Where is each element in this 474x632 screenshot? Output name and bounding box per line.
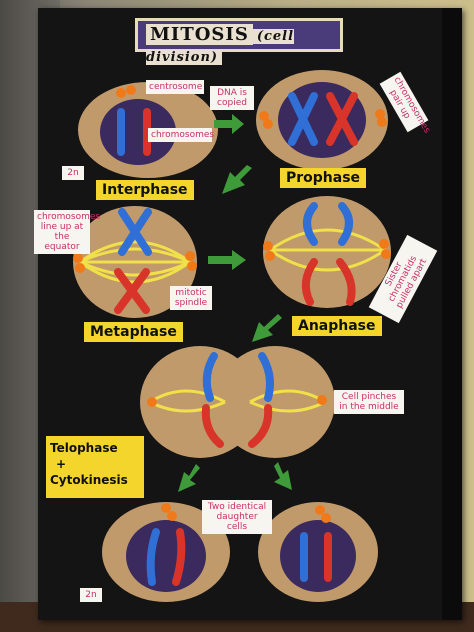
prophase-cell — [256, 70, 388, 170]
chromosome-blue — [300, 532, 308, 582]
stage-label-interphase: Interphase — [96, 180, 194, 200]
board-edge — [442, 8, 462, 620]
telophase-plus: + — [56, 457, 67, 471]
note-two-identical: Two identical daughter cells — [202, 500, 272, 534]
centrosome-dot — [116, 88, 126, 98]
chromosome-blue — [118, 208, 152, 256]
chromosome-blue — [146, 528, 160, 586]
chromosome-blue — [117, 108, 125, 156]
chromatid-red — [248, 404, 273, 448]
cytokinesis-text: Cytokinesis — [50, 473, 128, 487]
centrosome-dot — [263, 241, 273, 251]
stage-label-telophase: Telophase + Cytokinesis — [46, 436, 144, 498]
centrosome-dot — [161, 503, 171, 513]
centrosome-dot — [315, 505, 325, 515]
spindle-fiber — [149, 389, 226, 404]
centrosome-dot — [263, 119, 273, 129]
chromatid-blue — [338, 202, 353, 246]
stage-label-metaphase: Metaphase — [84, 322, 183, 342]
centrosome-dot — [377, 117, 387, 127]
arrow-down-left-icon — [222, 165, 252, 194]
centrosome-dot — [259, 111, 269, 121]
stage-label-anaphase: Anaphase — [292, 316, 382, 336]
note-dna-copied: DNA is copied — [210, 86, 254, 110]
centrosome-dot — [321, 513, 331, 523]
note-2n-top: 2n — [62, 166, 84, 180]
chromosome-red — [172, 528, 186, 586]
centrosome-dot — [187, 261, 197, 271]
chromosome-red — [326, 92, 358, 146]
centrosome-dot — [73, 253, 83, 263]
arrow-right-icon — [208, 250, 246, 270]
centrosome-dot — [317, 395, 327, 405]
note-2n-bottom: 2n — [80, 588, 102, 602]
spindle-fiber — [149, 400, 226, 413]
telophase-cell — [140, 346, 335, 458]
poster-title: MITOSIS(cell division) — [135, 18, 343, 65]
chromatid-blue — [202, 352, 218, 402]
anaphase-cell — [263, 196, 391, 308]
centrosome-dot — [381, 249, 391, 259]
centrosome-dot — [375, 109, 385, 119]
note-line-up-equator: chromosomes line up at the equator — [34, 210, 100, 254]
centrosome-dot — [379, 239, 389, 249]
daughter-cell-right — [258, 502, 378, 602]
chromatid-blue — [258, 352, 274, 402]
note-chromosomes: chromosomes — [148, 128, 214, 142]
chromatid-red — [201, 404, 224, 448]
centrosome-dot — [265, 251, 275, 261]
chromatid-red — [301, 258, 318, 306]
centrosome-dot — [75, 263, 85, 273]
centrosome-dot — [185, 251, 195, 261]
note-centrosome: centrosome — [146, 80, 204, 94]
centrosome-dot — [147, 397, 157, 407]
note-cell-pinches: Cell pinches in the middle — [334, 390, 404, 414]
chromosome-red — [143, 108, 151, 156]
chromosome-red — [114, 268, 150, 314]
chromatid-red — [336, 258, 356, 306]
chromatid-blue — [303, 202, 318, 246]
centrosome-dot — [167, 511, 177, 521]
title-main: MITOSIS — [146, 24, 253, 45]
arrow-down-right-icon — [274, 462, 292, 490]
arrow-down-left-icon — [178, 464, 200, 492]
daughter-cell-left — [102, 502, 230, 602]
arrow-right-icon — [214, 114, 244, 134]
spindle-fiber — [249, 400, 326, 413]
telophase-text: Telophase — [50, 441, 118, 455]
chromosome-red — [324, 532, 332, 582]
stage-label-prophase: Prophase — [280, 168, 367, 188]
metaphase-cell — [73, 206, 197, 318]
note-mitotic-spindle: mitotic spindle — [170, 286, 212, 310]
chromosome-blue — [288, 92, 318, 146]
centrosome-dot — [126, 85, 136, 95]
arrows — [178, 114, 292, 492]
arrow-down-left-icon — [252, 314, 282, 342]
